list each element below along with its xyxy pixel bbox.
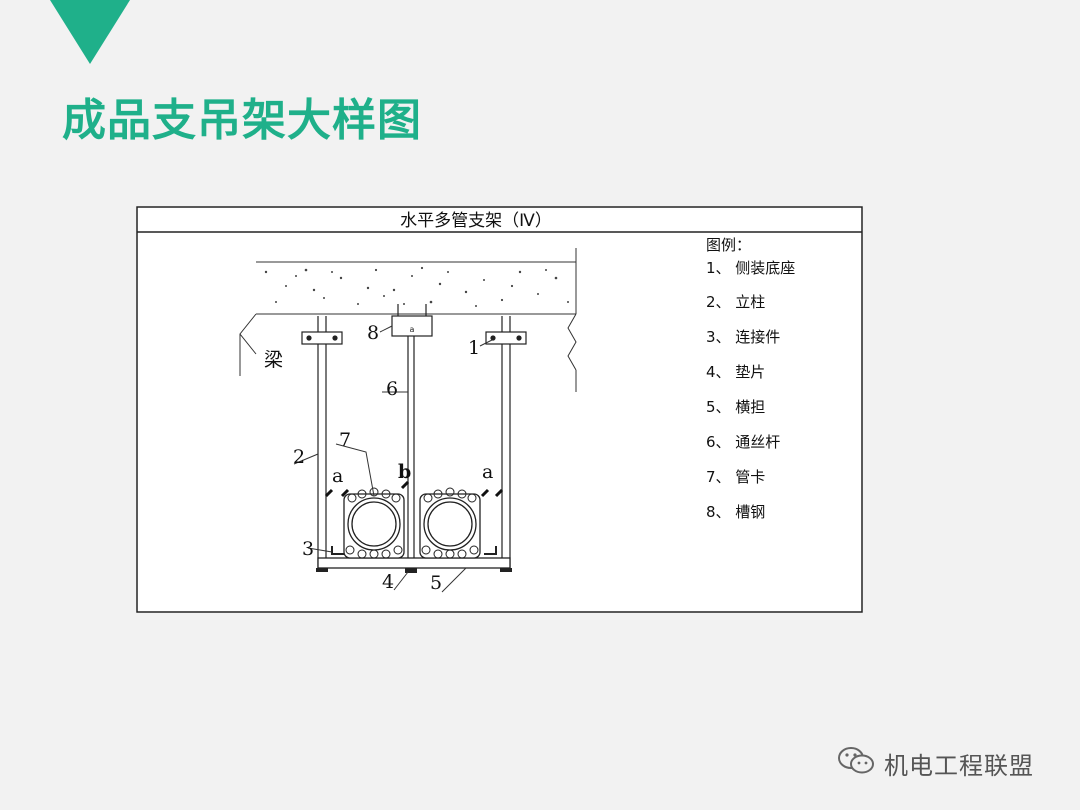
- corner-triangle-decoration: [50, 0, 130, 64]
- legend-title: 图例：: [706, 236, 751, 254]
- legend-item: 7、 管卡: [706, 468, 765, 486]
- threaded-rod: [407, 336, 415, 572]
- pipe-right: [419, 487, 481, 559]
- legend-item: 5、 横担: [706, 398, 765, 416]
- pipe-left: [343, 487, 405, 559]
- side-mount-base-right: [485, 331, 527, 345]
- support-detail-figure: 水平多管支架（Ⅳ）: [136, 206, 863, 613]
- legend-item: 2、 立柱: [706, 293, 765, 311]
- dim-label-a-right: a: [482, 461, 493, 483]
- watermark: 机电工程联盟: [836, 745, 1034, 781]
- part-label-7: 7: [339, 429, 351, 451]
- part-label-2: 2: [293, 446, 305, 468]
- left-column: [317, 316, 327, 572]
- support-detail-drawing: 水平多管支架（Ⅳ）: [136, 206, 863, 613]
- legend-item: 6、 通丝杆: [706, 433, 780, 451]
- part-label-1: 1: [468, 337, 480, 359]
- bottom-nuts: [316, 568, 512, 573]
- legend-item: 4、 垫片: [706, 363, 765, 381]
- channel-steel: a: [391, 304, 433, 337]
- part-label-8: 8: [367, 322, 379, 344]
- figure-frame: [136, 206, 863, 613]
- wechat-icon: [836, 745, 876, 781]
- dim-label-b: b: [398, 461, 411, 483]
- connector-pieces: [331, 546, 497, 555]
- part-label-4: 4: [382, 571, 394, 593]
- beam-outline: [239, 313, 577, 392]
- concrete-slab: [256, 248, 577, 315]
- legend-item: 8、 槽钢: [706, 503, 765, 521]
- leader-lines: [293, 325, 493, 593]
- dim-label-a-left: a: [332, 465, 343, 487]
- beam-label: 梁: [264, 349, 283, 371]
- page-title: 成品支吊架大样图: [62, 95, 422, 146]
- crossarm: [317, 557, 511, 569]
- part-label-6: 6: [386, 378, 398, 400]
- legend-item: 3、 连接件: [706, 328, 780, 346]
- legend-item: 1、 侧装底座: [706, 259, 795, 277]
- figure-title: 水平多管支架（Ⅳ）: [400, 211, 552, 231]
- side-mount-base-left: [301, 331, 343, 345]
- part-label-3: 3: [302, 538, 314, 560]
- dimension-ticks: [324, 480, 504, 498]
- right-column: [501, 316, 511, 572]
- svg-text:a: a: [410, 325, 415, 334]
- part-label-5: 5: [430, 572, 442, 594]
- watermark-text: 机电工程联盟: [884, 751, 1034, 780]
